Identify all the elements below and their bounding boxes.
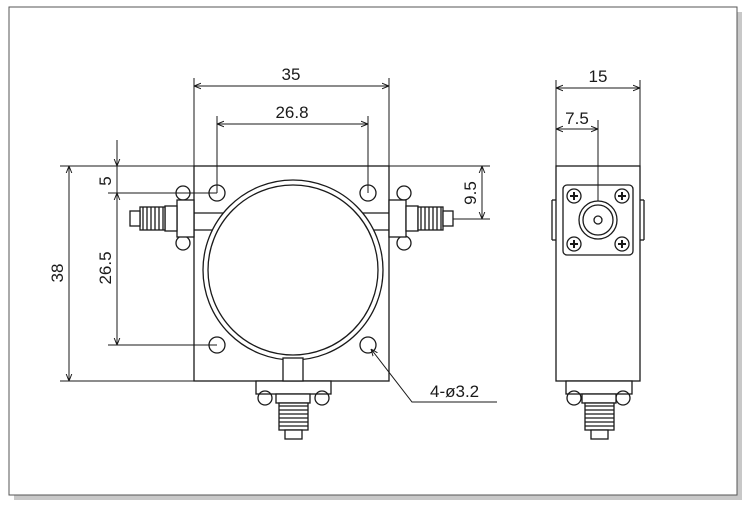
- side-dimensions: [555, 80, 641, 201]
- front-dimensions: [60, 78, 497, 403]
- hole-callout-leader: [371, 349, 497, 403]
- circulator-housing: [202, 179, 384, 361]
- mounting-hole: [359, 336, 377, 354]
- bottom-connector: [255, 357, 332, 440]
- left-connector: [129, 185, 195, 251]
- label-side-center: 7.5: [565, 109, 589, 128]
- right-connector: [388, 185, 454, 251]
- label-port-offset: 9.5: [461, 181, 480, 205]
- label-hole-spacing-height: 26.5: [96, 251, 115, 284]
- label-front-width: 35: [282, 65, 301, 84]
- label-front-height: 38: [48, 264, 67, 283]
- side-bottom-connector: [565, 380, 633, 440]
- label-top-hole-offset: 5: [96, 176, 115, 185]
- label-side-width: 15: [589, 67, 608, 86]
- label-hole-callout: 4-ø3.2: [430, 382, 479, 401]
- front-view: [129, 165, 454, 440]
- label-hole-spacing-width: 26.8: [275, 103, 308, 122]
